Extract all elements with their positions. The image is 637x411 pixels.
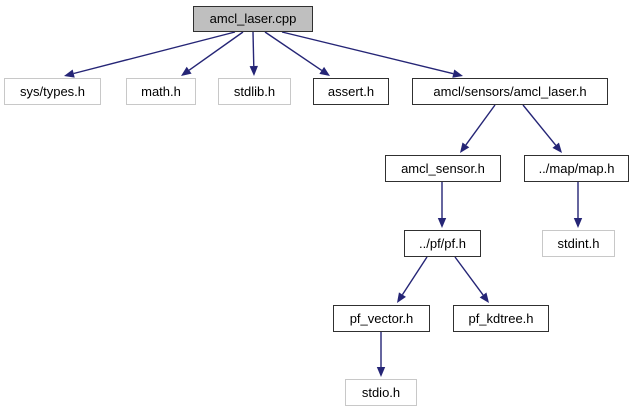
graph-edge-amcl_sensor_h-to-pf_pf_h xyxy=(437,182,447,228)
graph-node-amcl_sensor_h[interactable]: amcl_sensor.h xyxy=(385,155,501,182)
graph-edge-amcl_laser_cpp-to-assert_h xyxy=(264,31,330,76)
graph-node-label: pf_kdtree.h xyxy=(468,310,534,326)
graph-node-assert_h[interactable]: assert.h xyxy=(313,78,389,105)
arrowhead-icon xyxy=(437,218,447,228)
arrowhead-icon xyxy=(397,292,406,303)
arrowhead-icon xyxy=(64,69,75,78)
graph-edge-amcl_laser_h-to-amcl_sensor_h xyxy=(460,104,496,153)
graph-node-label: amcl_laser.cpp xyxy=(209,11,297,26)
graph-node-sys_types_h[interactable]: sys/types.h xyxy=(4,78,101,105)
arrowhead-icon xyxy=(181,66,192,76)
graph-edge-amcl_laser_h-to-map_map_h xyxy=(522,104,562,153)
graph-edge-amcl_laser_cpp-to-amcl_laser_h xyxy=(281,31,463,78)
graph-node-label: pf_vector.h xyxy=(349,310,414,326)
arrowhead-icon xyxy=(573,218,583,228)
graph-node-map_map_h[interactable]: ../map/map.h xyxy=(524,155,629,182)
graph-node-label: sys/types.h xyxy=(19,83,86,99)
arrowhead-icon xyxy=(552,142,562,153)
graph-node-label: amcl/sensors/amcl_laser.h xyxy=(433,83,587,99)
graph-edge-pf_pf_h-to-pf_kdtree_h xyxy=(454,256,489,303)
graph-node-label: amcl_sensor.h xyxy=(401,160,485,176)
arrowhead-icon xyxy=(479,292,489,303)
graph-node-label: math.h xyxy=(141,83,181,99)
graph-edge-amcl_laser_cpp-to-math_h xyxy=(181,31,244,76)
arrowhead-icon xyxy=(319,66,330,76)
graph-edge-amcl_laser_cpp-to-stdlib_h xyxy=(249,31,258,76)
graph-edge-map_map_h-to-stdint_h xyxy=(573,182,583,228)
arrowhead-icon xyxy=(460,142,470,153)
graph-edge-amcl_laser_cpp-to-sys_types_h xyxy=(64,31,236,78)
graph-node-pf_pf_h[interactable]: ../pf/pf.h xyxy=(404,230,481,257)
graph-node-label: ../map/map.h xyxy=(538,160,615,176)
graph-edge-pf_pf_h-to-pf_vector_h xyxy=(397,256,428,303)
graph-node-label: ../pf/pf.h xyxy=(419,235,466,251)
graph-node-stdlib_h[interactable]: stdlib.h xyxy=(218,78,291,105)
graph-node-stdint_h[interactable]: stdint.h xyxy=(542,230,615,257)
graph-node-pf_vector_h[interactable]: pf_vector.h xyxy=(333,305,430,332)
graph-node-label: stdio.h xyxy=(361,384,401,400)
arrowhead-icon xyxy=(452,69,463,78)
graph-node-pf_kdtree_h[interactable]: pf_kdtree.h xyxy=(453,305,549,332)
graph-node-label: assert.h xyxy=(327,83,375,99)
graph-node-amcl_laser_cpp[interactable]: amcl_laser.cpp xyxy=(193,6,313,32)
graph-node-stdio_h[interactable]: stdio.h xyxy=(345,379,417,406)
arrowhead-icon xyxy=(249,65,258,76)
graph-node-label: stdint.h xyxy=(557,235,600,251)
graph-node-amcl_laser_h[interactable]: amcl/sensors/amcl_laser.h xyxy=(412,78,608,105)
graph-edge-pf_vector_h-to-stdio_h xyxy=(376,332,386,377)
graph-node-math_h[interactable]: math.h xyxy=(126,78,196,105)
arrowhead-icon xyxy=(376,367,386,377)
graph-node-label: stdlib.h xyxy=(233,83,276,99)
